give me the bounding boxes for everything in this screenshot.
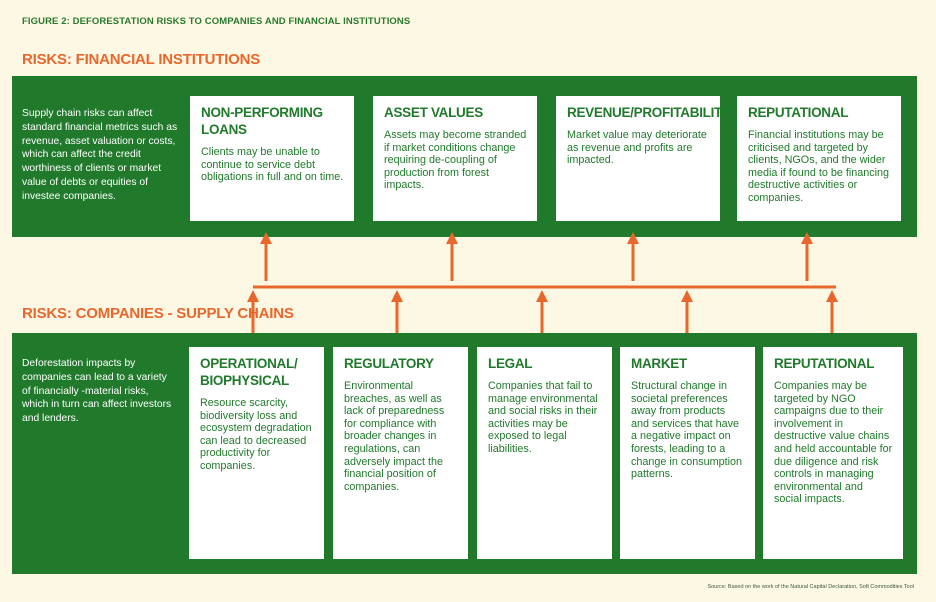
box-title: REPUTATIONAL xyxy=(774,356,875,371)
box-asset-values: ASSET VALUES Assets may become stranded … xyxy=(373,96,537,221)
box-body: Companies that fail to manage environmen… xyxy=(488,380,598,455)
financial-intro: Supply chain risks can affect standard f… xyxy=(22,108,178,202)
box-title: ASSET VALUES xyxy=(384,105,483,120)
box-title: REPUTATIONAL xyxy=(748,105,849,120)
box-body: Clients may be unable to continue to ser… xyxy=(201,146,344,184)
box-title: REGULATORY xyxy=(344,356,434,371)
box-reputational-companies: REPUTATIONAL Companies may be targeted b… xyxy=(763,347,903,559)
box-non-performing-loans: NON-PERFORMING LOANS Clients may be unab… xyxy=(190,96,354,221)
box-body: Resource scarcity, biodiversity loss and… xyxy=(200,397,312,472)
box-title: OPERATIONAL/ BIOPHYSICAL xyxy=(200,356,298,388)
box-title: MARKET xyxy=(631,356,687,371)
box-operational-biophysical: OPERATIONAL/ BIOPHYSICAL Resource scarci… xyxy=(189,347,324,559)
box-body: Environmental breaches, as well as lack … xyxy=(344,380,445,493)
box-body: Market value may deteriorate as revenue … xyxy=(567,129,707,167)
box-title: NON-PERFORMING LOANS xyxy=(201,105,323,137)
box-body: Financial institutions may be criticised… xyxy=(748,129,890,204)
box-body: Assets may become stranded if market con… xyxy=(384,129,527,192)
box-title: LEGAL xyxy=(488,356,533,371)
box-regulatory: REGULATORY Environmental breaches, as we… xyxy=(333,347,468,559)
box-title: REVENUE/PROFITABILITY xyxy=(567,105,731,120)
box-legal: LEGAL Companies that fail to manage envi… xyxy=(477,347,612,559)
box-market: MARKET Structural change in societal pre… xyxy=(620,347,755,559)
box-reputational-financial: REPUTATIONAL Financial institutions may … xyxy=(737,96,901,221)
box-revenue-profitability: REVENUE/PROFITABILITY Market value may d… xyxy=(556,96,731,221)
figure-title: FIGURE 2: DEFORESTATION RISKS TO COMPANI… xyxy=(22,16,411,27)
box-body: Companies may be targeted by NGO campaig… xyxy=(774,380,893,506)
companies-heading: RISKS: COMPANIES - SUPPLY CHAINS xyxy=(22,305,294,322)
source-note: Source: Based on the work of the Natural… xyxy=(707,584,914,590)
companies-intro: Deforestation impacts by companies can l… xyxy=(22,358,172,425)
financial-heading: RISKS: FINANCIAL INSTITUTIONS xyxy=(22,51,261,68)
box-body: Structural change in societal preference… xyxy=(631,380,743,481)
